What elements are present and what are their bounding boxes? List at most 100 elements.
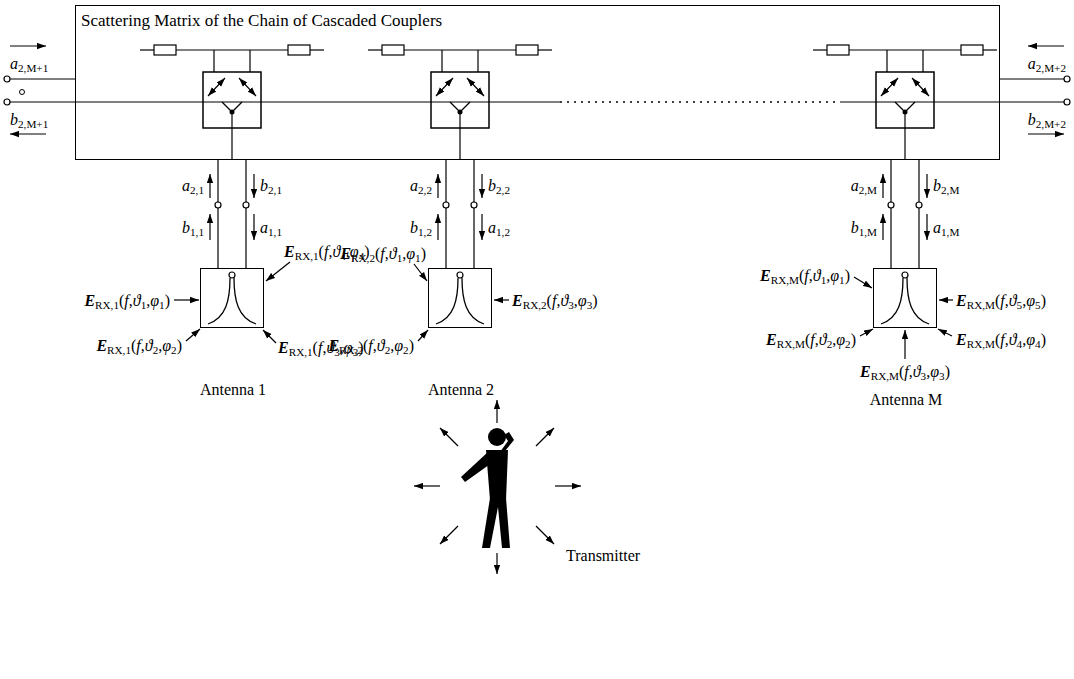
label-anchor: b2,M+1 [10, 110, 48, 130]
wave-label: b2,M [933, 176, 959, 196]
glyph: ) [845, 267, 850, 284]
glyph: , [402, 245, 406, 262]
glyph: b [933, 177, 941, 194]
label-anchor: ERX,M(f,ϑ4,φ4) [956, 330, 1046, 350]
glyph: 4 [1035, 338, 1041, 350]
glyph: 2,M [941, 184, 959, 196]
label-anchor: a1,1 [260, 218, 282, 238]
glyph: 3 [921, 370, 927, 382]
glyph: 1 [839, 274, 845, 286]
field-arrow [860, 329, 873, 336]
wave-arrow [1028, 133, 1064, 134]
glyph: 2 [845, 338, 851, 350]
antenna-symbol [208, 174, 256, 324]
glyph: ) [851, 331, 856, 348]
label-anchor: b2,2 [488, 176, 510, 196]
glyph: b [851, 219, 859, 236]
wave-label: a1,M [933, 218, 959, 238]
label-anchor: b2,M [933, 176, 959, 196]
glyph: 2,1 [190, 184, 204, 196]
glyph: ϑ [145, 337, 153, 354]
glyph: φ [930, 363, 939, 380]
glyph: φ [162, 337, 171, 354]
glyph: 1,M [941, 226, 959, 238]
glyph: a [1028, 55, 1036, 72]
label-anchor: b2,1 [260, 176, 282, 196]
glyph: , [1005, 292, 1009, 309]
port-terminal [1064, 76, 1070, 82]
glyph: , [158, 337, 162, 354]
glyph: 2 [385, 344, 391, 356]
glyph: ) [409, 337, 414, 354]
label-anchor: ERX,1(f,ϑ3,φ3) [278, 338, 364, 358]
glyph: ϑ [133, 292, 141, 309]
label-anchor: ERX,M(f,ϑ2,φ2) [766, 330, 856, 350]
glyph: , [809, 267, 813, 284]
glyph: , [346, 243, 350, 260]
label-anchor: b1,M [851, 218, 877, 238]
glyph: ϑ [813, 267, 821, 284]
glyph: 1,1 [190, 226, 204, 238]
glyph: ( [375, 245, 380, 262]
glyph: φ [394, 337, 403, 354]
glyph: ϑ [913, 363, 921, 380]
radiation-arrows [414, 400, 581, 574]
glyph: φ [350, 243, 359, 260]
glyph: b [1028, 111, 1036, 128]
glyph: , [328, 243, 332, 260]
glyph: E [766, 331, 777, 348]
glyph: ( [805, 331, 810, 348]
caption-label: Transmitter [566, 546, 640, 566]
port-terminal [4, 76, 10, 82]
glyph: ϑ [332, 243, 340, 260]
glyph: ( [319, 243, 324, 260]
coupler-symbol [368, 45, 552, 160]
glyph: φ [1026, 331, 1035, 348]
glyph: ϑ [819, 331, 827, 348]
glyph: ) [358, 339, 363, 356]
glyph: , [340, 339, 344, 356]
glyph: 4 [359, 250, 365, 262]
glyph: f [318, 339, 322, 356]
glyph: , [832, 331, 836, 348]
wave-label: a2,M [851, 176, 877, 196]
glyph: f [904, 363, 908, 380]
glyph: ) [177, 337, 182, 354]
glyph: E [760, 267, 771, 284]
antenna-box: Antenna 2 [428, 268, 492, 328]
glyph: 2,M+2 [1036, 62, 1066, 74]
glyph: , [574, 292, 578, 309]
glyph: 2,M+1 [18, 118, 48, 130]
glyph: a [488, 219, 496, 236]
field-label: ERX,M(f,ϑ1,φ1) [760, 266, 850, 286]
field-label: ERX,2(f,ϑ3,φ3) [512, 291, 598, 311]
field-label: ERX,1(f,ϑ3,φ3) [278, 338, 364, 358]
antenna-name: Antenna 1 [133, 381, 333, 399]
glyph: , [385, 245, 389, 262]
glyph: , [556, 292, 560, 309]
antenna-box: Antenna M [873, 268, 937, 328]
glyph: 2 [171, 344, 177, 356]
glyph: ) [165, 292, 170, 309]
label-anchor: a2,M [851, 176, 877, 196]
glyph: RX,M [967, 338, 995, 350]
glyph: φ [406, 245, 415, 262]
glyph: 2 [827, 338, 833, 350]
glyph: E [278, 339, 289, 356]
port-line [1000, 78, 1067, 79]
feed-wire [918, 159, 919, 268]
glyph: φ [830, 267, 839, 284]
glyph: 3 [568, 299, 574, 311]
reference-plane-terminal [888, 202, 922, 208]
glyph: ( [799, 267, 804, 284]
glyph: 4 [1017, 338, 1023, 350]
field-label: ERX,M(f,ϑ3,φ3) [860, 362, 950, 382]
label-anchor: ERX,2(f,ϑ3,φ3) [512, 291, 598, 311]
glyph: 3 [587, 299, 593, 311]
field-arrow [414, 264, 427, 281]
glyph: b [410, 219, 418, 236]
wave-label: b1,1 [182, 218, 204, 238]
glyph: 1,2 [496, 226, 510, 238]
glyph: ) [592, 292, 597, 309]
